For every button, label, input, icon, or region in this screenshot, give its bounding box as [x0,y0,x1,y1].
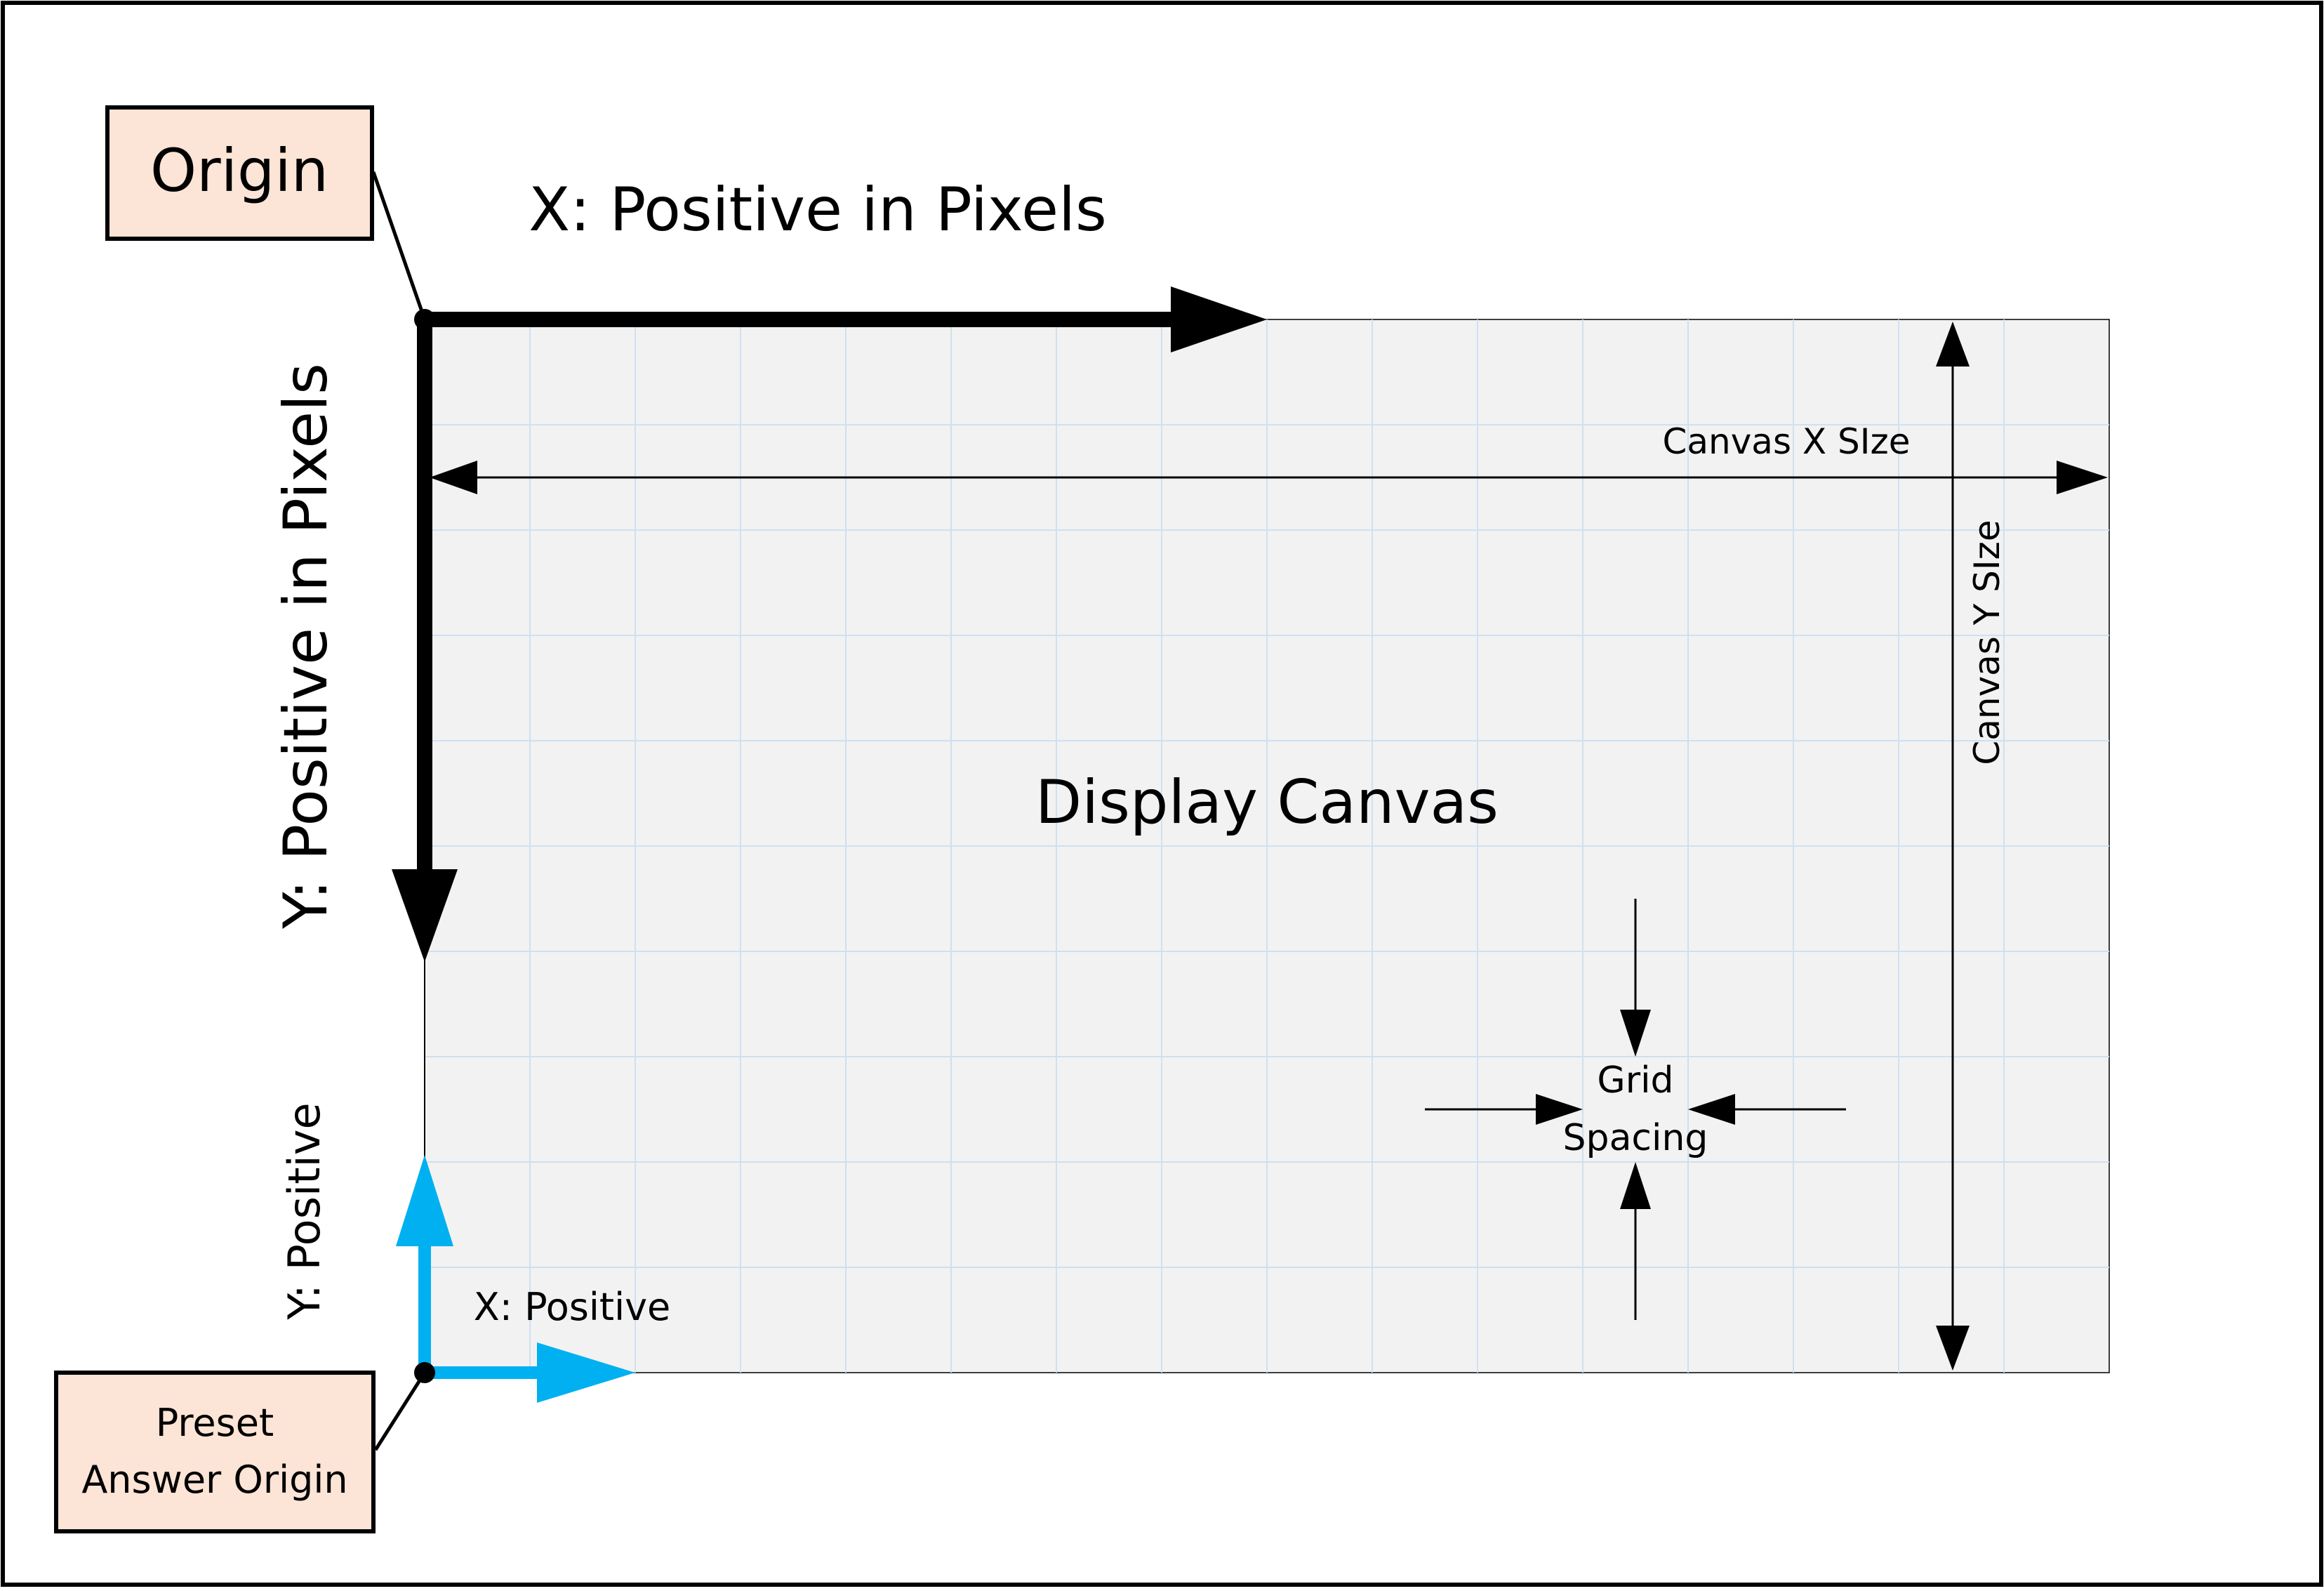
origin-callout-box [105,105,374,241]
preset-x-label: X: Positive [474,1285,671,1329]
origin-leader-line [371,171,427,320]
grid-spacing-label-line1: Grid [1597,1059,1673,1102]
origin-point [414,309,435,330]
grid-spacing-arrows [1425,899,1846,1320]
canvas-x-size-label: Canvas X SIze [1662,421,1910,462]
preset-origin-callout-box [54,1371,376,1533]
y-axis-label: Y: Positive in Pixels [271,363,341,930]
preset-y-label: Y: Positive [279,1102,330,1320]
preset-origin-point [414,1362,435,1383]
canvas-x-size-arrow [430,461,2108,494]
preset-origin-label-line2: Answer Origin [81,1458,347,1502]
display-canvas-label: Display Canvas [1035,767,1499,838]
preset-origin-label-line1: Preset [156,1401,274,1445]
y-axis-arrow [392,319,458,962]
preset-origin-leader-line [373,1371,427,1451]
grid-lines [424,319,2109,1373]
grid-spacing-label-line2: Spacing [1563,1117,1708,1159]
origin-label: Origin [150,136,328,205]
canvas-y-size-label: Canvas Y SIze [1967,520,2007,765]
canvas-y-size-arrow [1936,322,1970,1371]
x-axis-label: X: Positive in Pixels [529,175,1107,245]
x-axis-arrow [425,286,1267,352]
preset-y-axis-arrow [396,1155,453,1373]
preset-x-axis-arrow [425,1342,635,1403]
